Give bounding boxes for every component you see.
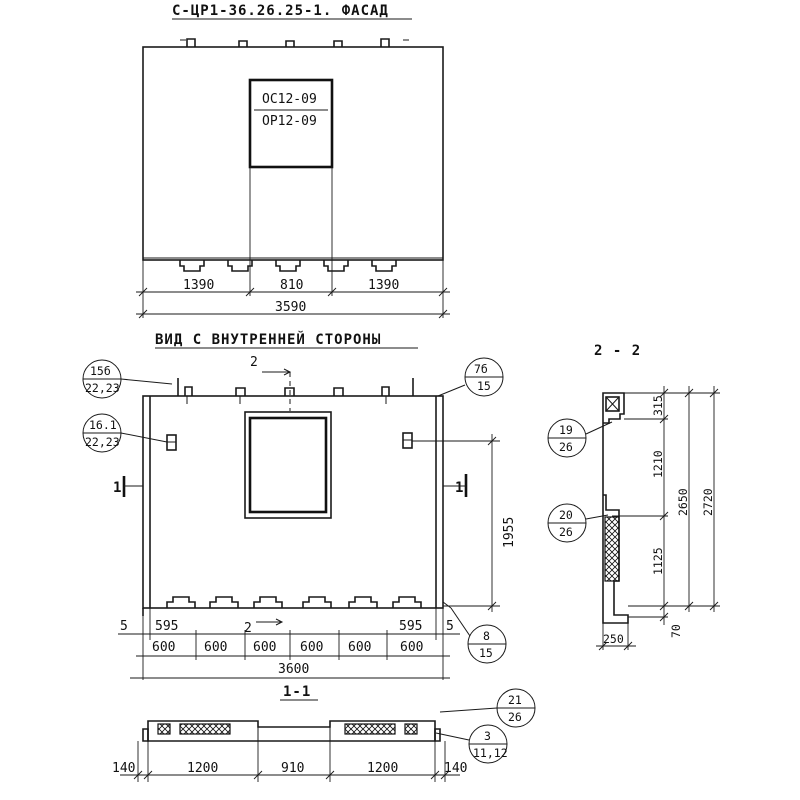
svg-text:3: 3 bbox=[484, 729, 491, 743]
facade-bottom-key bbox=[323, 260, 349, 272]
callout-21: 21 26 bbox=[439, 688, 536, 728]
dim-2720: 2720 bbox=[701, 488, 715, 516]
inner-edge-right: 5 bbox=[446, 619, 454, 634]
svg-text:11,12: 11,12 bbox=[473, 746, 508, 760]
svg-text:15: 15 bbox=[479, 646, 493, 660]
section-2-2-title: 2 - 2 bbox=[594, 343, 641, 359]
facade-bottom-key bbox=[371, 260, 397, 272]
cut-2-bottom-label: 2 bbox=[244, 621, 252, 636]
callout-3: 3 11,12 bbox=[435, 724, 508, 764]
facade-window-mark-2: ОР12-09 bbox=[262, 114, 317, 129]
cut-2-top-label: 2 bbox=[250, 355, 258, 370]
section-2-2: 2 - 2 bbox=[594, 343, 720, 651]
inner-panel-outline bbox=[142, 395, 444, 609]
section-1-1-insert-left bbox=[157, 723, 171, 735]
dim-140-left: 140 bbox=[112, 761, 135, 776]
dim-315: 315 bbox=[651, 395, 665, 416]
dim-910: 910 bbox=[281, 761, 304, 776]
inner-dim-600: 600 bbox=[400, 640, 423, 655]
svg-text:19: 19 bbox=[559, 423, 573, 437]
inner-dim-total: 3600 bbox=[278, 662, 309, 677]
callout-16-1: 16.1 22,23 bbox=[82, 413, 168, 453]
svg-text:22,23: 22,23 bbox=[85, 381, 120, 395]
callout-7b: 7б 15 bbox=[437, 357, 504, 397]
inner-dim-600: 600 bbox=[348, 640, 371, 655]
svg-text:21: 21 bbox=[508, 693, 522, 707]
inner-window-opening bbox=[248, 416, 328, 514]
facade-lifting-loops bbox=[180, 38, 409, 47]
dim-250: 250 bbox=[603, 632, 624, 646]
svg-text:20: 20 bbox=[559, 508, 573, 522]
svg-text:26: 26 bbox=[559, 440, 573, 454]
dim-1200-right: 1200 bbox=[367, 761, 398, 776]
facade-bottom-key bbox=[227, 260, 253, 272]
section-1-1-insulation-left bbox=[179, 723, 231, 735]
callout-8: 8 15 bbox=[450, 607, 507, 664]
facade-dim-total: 3590 bbox=[275, 300, 306, 315]
inner-dim-600: 600 bbox=[300, 640, 323, 655]
facade-view: С-ЦР1-36.26.25-1. ФАСАД ОС12-09 ОР12-09 bbox=[136, 3, 450, 319]
svg-text:22,23: 22,23 bbox=[85, 435, 120, 449]
facade-dim-left: 1390 bbox=[183, 278, 214, 293]
facade-bottom-key bbox=[179, 260, 205, 272]
inner-dim-595-left: 595 bbox=[155, 619, 178, 634]
svg-text:16.1: 16.1 bbox=[89, 418, 117, 432]
callout-15b: 15б 22,23 bbox=[82, 359, 173, 399]
section-2-2-insert bbox=[605, 396, 620, 412]
section-2-2-profile bbox=[602, 392, 629, 624]
inner-view-title: ВИД С ВНУТРЕННЕЙ СТОРОНЫ bbox=[155, 331, 381, 348]
inner-edge-left: 5 bbox=[120, 619, 128, 634]
callout-19: 19 26 bbox=[547, 418, 613, 458]
facade-dim-mid: 810 bbox=[280, 278, 303, 293]
facade-window bbox=[248, 78, 334, 169]
inner-dim-595-right: 595 bbox=[399, 619, 422, 634]
inner-view: ВИД С ВНУТРЕННЕЙ СТОРОНЫ 2 2 bbox=[113, 331, 517, 680]
inner-lifting-loops bbox=[177, 378, 414, 404]
facade-title: С-ЦР1-36.26.25-1. ФАСАД bbox=[172, 3, 389, 19]
svg-text:15: 15 bbox=[477, 379, 491, 393]
inner-dim-600: 600 bbox=[204, 640, 227, 655]
inner-bottom-keys bbox=[142, 596, 422, 616]
section-2-2-insulation bbox=[604, 516, 620, 582]
dim-1210: 1210 bbox=[651, 450, 665, 478]
facade-dim-right: 1390 bbox=[368, 278, 399, 293]
cut-1-left-label: 1 bbox=[113, 480, 122, 496]
section-1-1: 1-1 140 1200 910 1200 bbox=[112, 684, 467, 782]
section-1-1-insulation-right bbox=[344, 723, 396, 735]
section-1-1-insert-right bbox=[404, 723, 418, 735]
svg-text:8: 8 bbox=[483, 629, 490, 643]
callout-20: 20 26 bbox=[547, 503, 609, 543]
dim-1955: 1955 bbox=[502, 517, 517, 548]
svg-text:7б: 7б bbox=[474, 362, 488, 376]
dim-1125: 1125 bbox=[651, 547, 665, 575]
inner-window-frame bbox=[244, 411, 332, 519]
inner-dim-600: 600 bbox=[253, 640, 276, 655]
svg-text:15б: 15б bbox=[90, 364, 111, 378]
facade-bottom-key bbox=[275, 260, 301, 272]
inner-dim-600: 600 bbox=[152, 640, 175, 655]
svg-text:26: 26 bbox=[508, 710, 522, 724]
dim-140-right: 140 bbox=[444, 761, 467, 776]
svg-text:26: 26 bbox=[559, 525, 573, 539]
facade-panel-outline bbox=[142, 46, 444, 261]
facade-window-mark-1: ОС12-09 bbox=[262, 92, 317, 107]
section-1-1-title: 1-1 bbox=[283, 684, 311, 700]
dim-2650: 2650 bbox=[676, 488, 690, 516]
dim-70: 70 bbox=[669, 624, 683, 638]
cut-1-right-label: 1 bbox=[455, 480, 464, 496]
dim-1200-left: 1200 bbox=[187, 761, 218, 776]
